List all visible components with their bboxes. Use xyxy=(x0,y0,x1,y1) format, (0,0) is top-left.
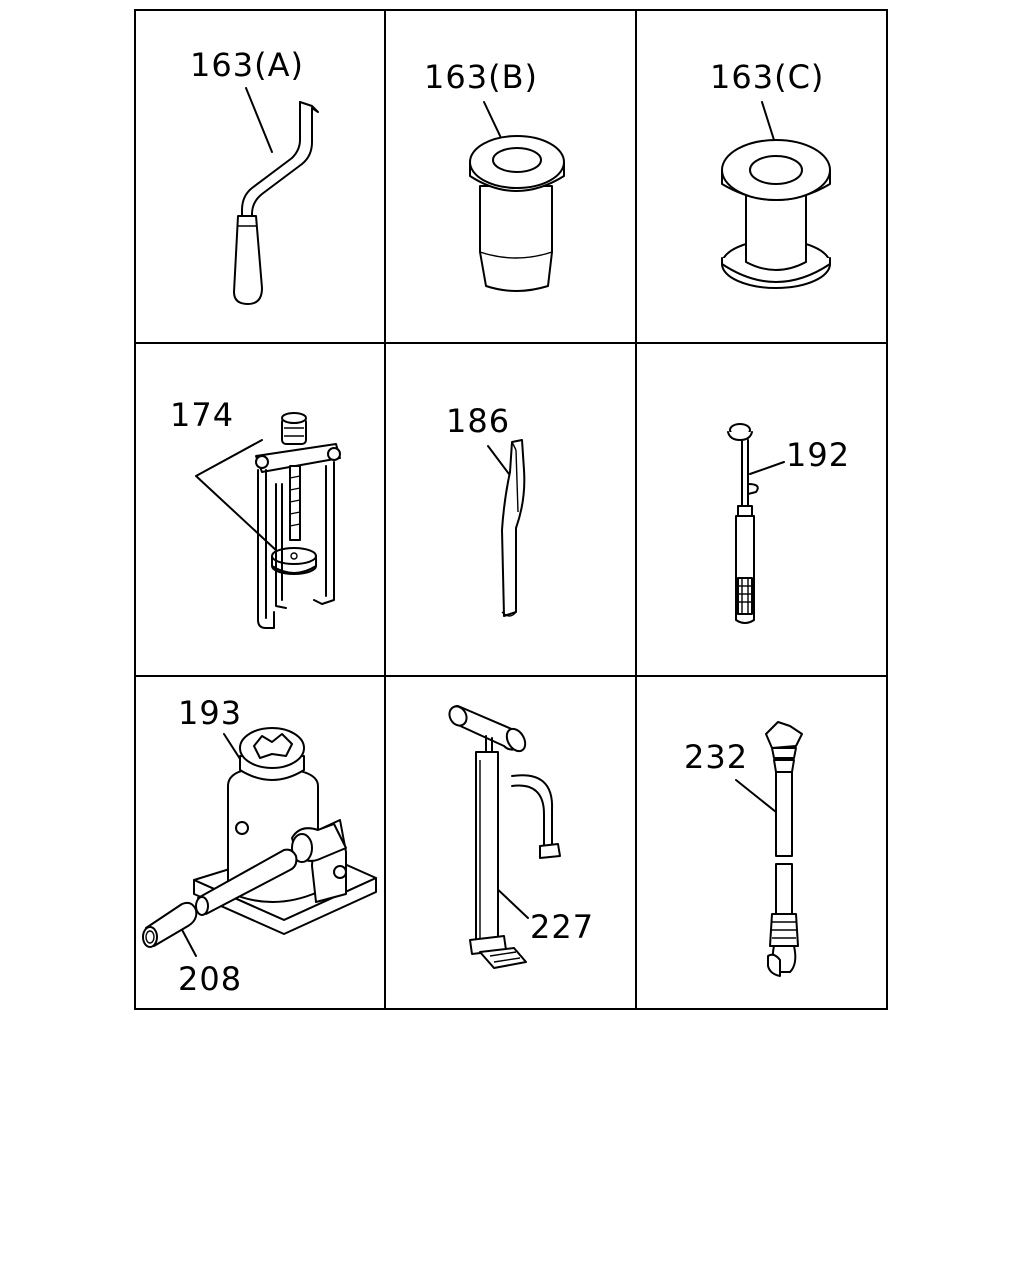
cell-186: 186 xyxy=(446,402,526,617)
leader-208 xyxy=(179,925,197,957)
crank-handle-icon xyxy=(233,101,319,305)
cell-163a: 163(A) xyxy=(190,46,319,305)
part-label-163b: 163(B) xyxy=(424,58,538,96)
leader-163a xyxy=(245,87,273,153)
cell-193-208: 193 208 xyxy=(142,694,377,998)
leader-232 xyxy=(735,779,777,813)
chisel-icon xyxy=(501,439,526,617)
leader-163c xyxy=(761,101,775,141)
bottle-jack-icon xyxy=(142,727,377,948)
leader-163b xyxy=(483,101,503,141)
puller-icon xyxy=(255,412,341,629)
cell-163c: 163(C) xyxy=(710,58,831,289)
part-label-163c: 163(C) xyxy=(710,58,824,96)
leader-186 xyxy=(487,445,513,479)
cell-163b: 163(B) xyxy=(424,58,565,292)
sleeve-icon xyxy=(469,135,565,292)
leader-174 xyxy=(195,439,279,553)
grid-frame xyxy=(134,9,888,1010)
cell-232: 232 xyxy=(684,721,803,977)
tire-pump-icon xyxy=(448,705,561,969)
cell-192: 192 xyxy=(727,423,850,624)
part-label-174: 174 xyxy=(170,396,234,434)
leader-192 xyxy=(749,461,785,475)
part-label-232: 232 xyxy=(684,738,748,776)
screwdriver-icon xyxy=(727,423,759,624)
cell-174: 174 xyxy=(170,396,341,629)
part-label-163a: 163(A) xyxy=(190,46,304,84)
part-label-192: 192 xyxy=(786,436,850,474)
part-label-186: 186 xyxy=(446,402,510,440)
extension-bar-icon xyxy=(765,721,803,977)
cell-227: 227 xyxy=(448,705,594,969)
part-label-208: 208 xyxy=(178,960,242,998)
spool-icon xyxy=(721,139,831,289)
part-label-227: 227 xyxy=(530,908,594,946)
part-label-193: 193 xyxy=(178,694,242,732)
